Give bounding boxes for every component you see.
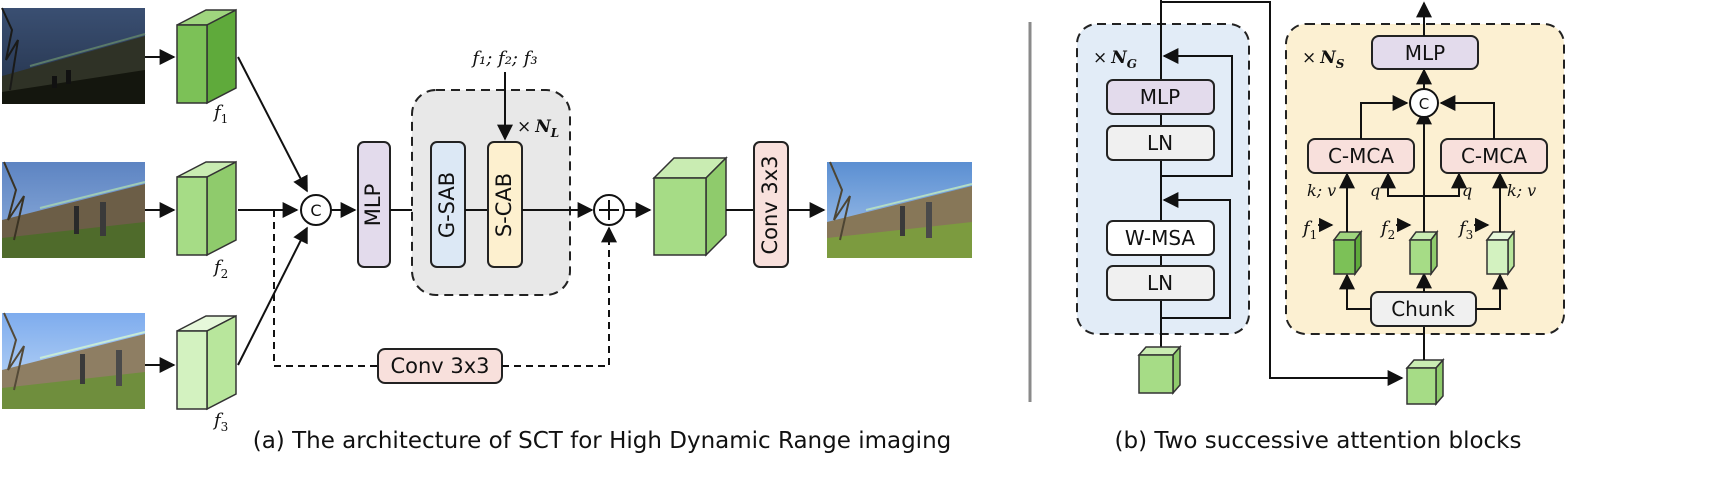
s-q-to-cmca-right (1424, 172, 1467, 197)
output-image (827, 161, 973, 258)
svg-text:Chunk: Chunk (1391, 297, 1455, 321)
skip-path-in (273, 210, 378, 367)
s-cube-f3 (1485, 229, 1516, 277)
skip-path-out (502, 226, 617, 367)
s-chunk-to-f1 (1339, 273, 1371, 310)
s-mlp-block: MLP (1371, 35, 1479, 70)
input-image-3 (2, 312, 146, 409)
scab-input-label: f₁; f₂; f₃ (470, 48, 537, 69)
g-ln1-block: LN (1106, 125, 1215, 161)
skip-conv-block: Conv 3x3 (377, 348, 503, 384)
mlp-block: MLP (357, 141, 391, 268)
s-cmca-left-to-concat (1360, 95, 1409, 139)
svg-text:MLP: MLP (1405, 41, 1445, 65)
g-wmsa-block: W-MSA (1106, 220, 1215, 256)
s-q-right: q (1462, 181, 1472, 200)
s-cube-f2 (1408, 229, 1439, 277)
caption-a: (a) The architecture of SCT for High Dyn… (253, 428, 952, 454)
g-residual-attn (1161, 192, 1231, 319)
s-input-cube (1405, 358, 1445, 406)
s-kv-left: k; v (1307, 181, 1336, 200)
svg-text:C-MCA: C-MCA (1461, 144, 1527, 168)
s-q-left: q (1370, 181, 1380, 200)
arrow-f1-to-concat (237, 56, 308, 193)
svg-text:C: C (1419, 95, 1429, 113)
svg-text:S-CAB: S-CAB (492, 173, 516, 237)
g-mlp-block: MLP (1106, 79, 1215, 115)
arrow-f3-to-concat (237, 226, 308, 366)
svg-text:Conv 3x3: Conv 3x3 (390, 354, 489, 378)
feature-cube-f2 (176, 160, 237, 257)
svg-text:G-SAB: G-SAB (435, 172, 459, 238)
s-chunk-to-f3 (1476, 273, 1508, 310)
label-f2: f2 (212, 257, 228, 281)
repeat-ns-label: ×NS (1302, 48, 1345, 71)
gsab-block: G-SAB (430, 141, 466, 268)
g-input-cube (1137, 345, 1182, 395)
repeat-nl-label: ×NL (517, 117, 559, 140)
label-f3: f3 (212, 410, 228, 434)
svg-text:MLP: MLP (1140, 85, 1180, 109)
add-node (593, 194, 625, 226)
input-image-2 (2, 161, 146, 258)
caption-b: (b) Two successive attention blocks (1115, 428, 1522, 454)
s-cmca-right-to-concat (1439, 95, 1495, 139)
s-q-to-cmca-left (1380, 172, 1424, 197)
g-ln2-block: LN (1106, 265, 1215, 301)
scab-block: S-CAB (487, 141, 523, 268)
s-cmca-left-block: C-MCA (1307, 138, 1415, 174)
svg-text:Conv 3x3: Conv 3x3 (758, 155, 782, 254)
s-kv-right: k; v (1507, 181, 1536, 200)
svg-text:LN: LN (1147, 131, 1173, 155)
svg-text:W-MSA: W-MSA (1125, 226, 1196, 250)
repeat-ng-label: ×NG (1093, 48, 1137, 71)
s-cmca-right-block: C-MCA (1440, 138, 1548, 174)
fused-feature-cube (652, 156, 728, 257)
feature-cube-f1 (176, 8, 237, 105)
s-chunk-block: Chunk (1370, 291, 1477, 327)
feature-cube-f3 (176, 314, 237, 411)
svg-text:C: C (310, 201, 321, 220)
s-concat-node: C (1409, 88, 1439, 118)
input-image-1 (1, 7, 146, 104)
g-to-s-connection (1160, 0, 1404, 386)
concat-node: C (300, 194, 332, 226)
g-residual-mlp (1161, 48, 1233, 177)
svg-text:LN: LN (1147, 271, 1173, 295)
label-f1: f1 (212, 102, 228, 126)
svg-text:MLP: MLP (361, 184, 385, 226)
s-cube-f1 (1332, 229, 1363, 277)
svg-text:C-MCA: C-MCA (1328, 144, 1394, 168)
output-conv-block: Conv 3x3 (753, 141, 789, 268)
